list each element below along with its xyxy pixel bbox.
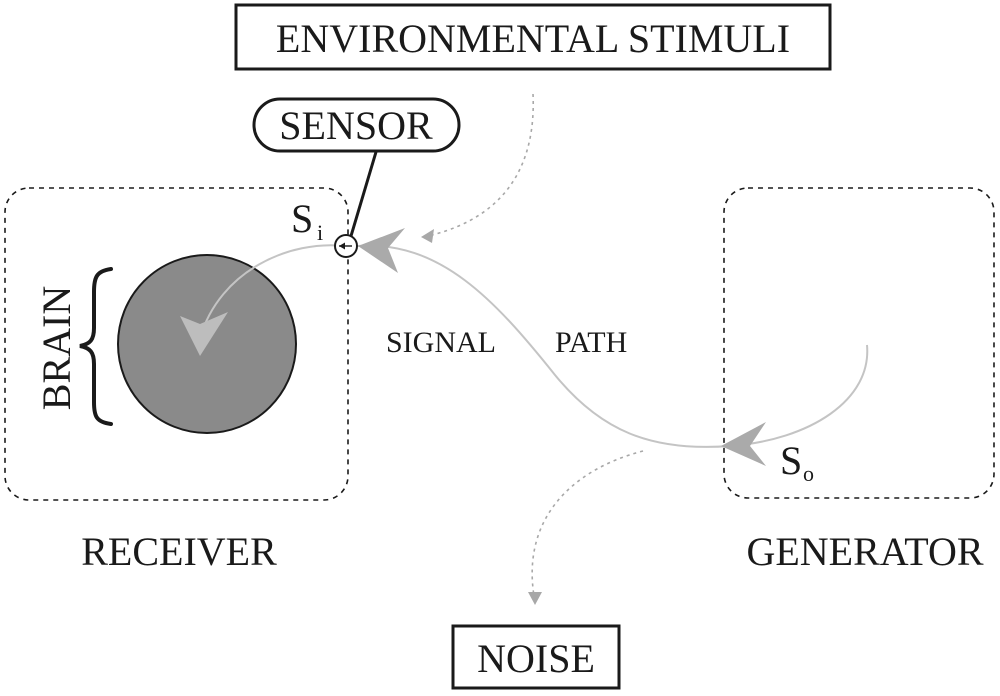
generator-region	[723, 187, 995, 499]
path-label: PATH	[555, 326, 627, 359]
noise-frame	[451, 624, 621, 690]
receiver-label: RECEIVER	[81, 529, 277, 574]
receiver-region	[4, 187, 349, 501]
signal-arrowhead-brain	[180, 312, 228, 356]
si-sub: i	[317, 220, 323, 245]
internal-signal-curve	[199, 244, 346, 339]
signal-arrowhead-generator	[721, 422, 766, 466]
environmental-stimuli-arrow	[431, 93, 535, 236]
so-sub: o	[803, 461, 814, 486]
signal-label: SIGNAL	[386, 326, 496, 359]
sensor-pointer-line	[349, 151, 378, 237]
signal-arrowhead-sensor	[358, 228, 405, 273]
environmental-stimuli-frame	[234, 3, 832, 71]
noise-arrowhead	[528, 592, 542, 605]
generator-label: GENERATOR	[746, 529, 983, 574]
environmental-stimuli-arrowhead	[421, 229, 434, 243]
brain-brace	[79, 267, 113, 426]
brain-label: BRAIN	[34, 286, 79, 410]
si-label: S i	[291, 196, 323, 245]
sensor-node-arrow-head	[339, 242, 345, 250]
noise-label: NOISE	[477, 636, 595, 681]
si-main: S	[291, 196, 313, 241]
sensor-box: SENSOR	[252, 97, 461, 153]
environmental-stimuli-box: ENVIRONMENTAL STIMULI	[234, 3, 832, 71]
so-label: S o	[780, 438, 814, 486]
sensor-frame	[252, 97, 461, 153]
noise-arrow	[531, 450, 644, 597]
sensor-label: SENSOR	[279, 103, 433, 148]
so-main: S	[780, 438, 802, 483]
signal-path-curve	[356, 244, 869, 448]
environmental-stimuli-label: ENVIRONMENTAL STIMULI	[276, 16, 790, 61]
noise-box: NOISE	[451, 624, 621, 690]
